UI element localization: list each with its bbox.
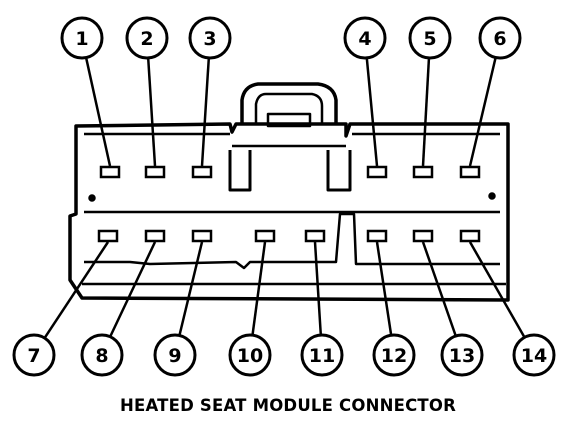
- leader-line-3: [200, 57, 211, 167]
- leader-line-8: [109, 241, 157, 338]
- bottom-key: [84, 212, 500, 270]
- pin-callout-14: 14: [512, 333, 556, 377]
- pin-cavity-9: [191, 229, 213, 243]
- pin-number-label: 6: [493, 28, 506, 50]
- pin-cavity-11: [304, 229, 326, 243]
- pin-cavity-6: [459, 165, 481, 179]
- leader-line-6: [468, 57, 497, 167]
- pin-callout-circle: [408, 16, 452, 60]
- pin-number-label: 3: [203, 28, 216, 50]
- pin-callout-4: 4: [343, 16, 387, 60]
- connector-latch: [240, 82, 338, 124]
- pin-number-label: 13: [449, 345, 475, 367]
- pin-cavity-7: [97, 229, 119, 243]
- pin-number-label: 2: [140, 28, 153, 50]
- leader-line-11: [313, 241, 323, 336]
- pin-callout-circle: [228, 333, 272, 377]
- pin-callout-circle: [512, 333, 556, 377]
- leader-line-14: [468, 241, 526, 339]
- pin-callout-13: 13: [440, 333, 484, 377]
- diagram-caption: HEATED SEAT MODULE CONNECTOR: [120, 396, 456, 415]
- pin-number-label: 8: [95, 345, 108, 367]
- pin-cavity-8: [144, 229, 166, 243]
- pin-callout-circle: [153, 333, 197, 377]
- leader-line-13: [421, 241, 457, 337]
- pin-callout-circle: [300, 333, 344, 377]
- pin-number-label: 1: [75, 28, 88, 50]
- pin-callout-3: 3: [188, 16, 232, 60]
- pin-number-label: 10: [237, 345, 263, 367]
- pin-cavities: [97, 165, 481, 243]
- pin-cavity-5: [412, 165, 434, 179]
- pin-callout-circle: [440, 333, 484, 377]
- leader-line-4: [365, 57, 379, 167]
- pin-callout-11: 11: [300, 333, 344, 377]
- pin-callout-circle: [478, 16, 522, 60]
- side-dot-left: [88, 194, 96, 202]
- pin-number-label: 12: [381, 345, 407, 367]
- connector-shell: [68, 122, 510, 302]
- pin-callout-9: 9: [153, 333, 197, 377]
- pin-callout-7: 7: [12, 333, 56, 377]
- connector-body: [68, 82, 510, 302]
- pin-number-label: 9: [168, 345, 181, 367]
- latch-guide-right: [326, 150, 352, 192]
- pin-cavity-2: [144, 165, 166, 179]
- pin-callout-12: 12: [372, 333, 416, 377]
- pin-callout-circle: [188, 16, 232, 60]
- pin-cavity-1: [99, 165, 121, 179]
- pin-callout-circle: [125, 16, 169, 60]
- pin-cavity-14: [459, 229, 481, 243]
- side-dot-right: [488, 192, 496, 200]
- latch-guide-left: [228, 150, 252, 192]
- latch-window: [266, 112, 312, 128]
- pin-callout-circle: [80, 333, 124, 377]
- pin-number-label: 4: [358, 28, 371, 50]
- leader-lines: [43, 57, 526, 339]
- pin-callout-2: 2: [125, 16, 169, 60]
- leader-line-1: [84, 57, 112, 167]
- pin-callout-8: 8: [80, 333, 124, 377]
- leader-line-9: [178, 241, 204, 336]
- leader-line-5: [421, 57, 431, 167]
- pin-callout-circle: [60, 16, 104, 60]
- pin-number-label: 7: [27, 345, 40, 367]
- pin-callout-6: 6: [478, 16, 522, 60]
- pin-number-label: 5: [423, 28, 436, 50]
- pin-cavity-4: [366, 165, 388, 179]
- pin-number-label: 11: [309, 345, 335, 367]
- pin-cavity-3: [191, 165, 213, 179]
- pin-callout-circle: [343, 16, 387, 60]
- pin-number-label: 14: [521, 345, 547, 367]
- pin-cavity-10: [254, 229, 276, 243]
- pin-cavity-13: [412, 229, 434, 243]
- pin-callout-1: 1: [60, 16, 104, 60]
- pin-cavity-12: [366, 229, 388, 243]
- pin-callout-5: 5: [408, 16, 452, 60]
- leader-line-7: [43, 241, 110, 339]
- leader-line-2: [146, 57, 157, 167]
- pin-callout-circle: [12, 333, 56, 377]
- latch-inner: [254, 92, 324, 124]
- leader-line-12: [375, 241, 393, 336]
- leader-line-10: [251, 241, 267, 336]
- pin-callout-circle: [372, 333, 416, 377]
- pin-callout-10: 10: [228, 333, 272, 377]
